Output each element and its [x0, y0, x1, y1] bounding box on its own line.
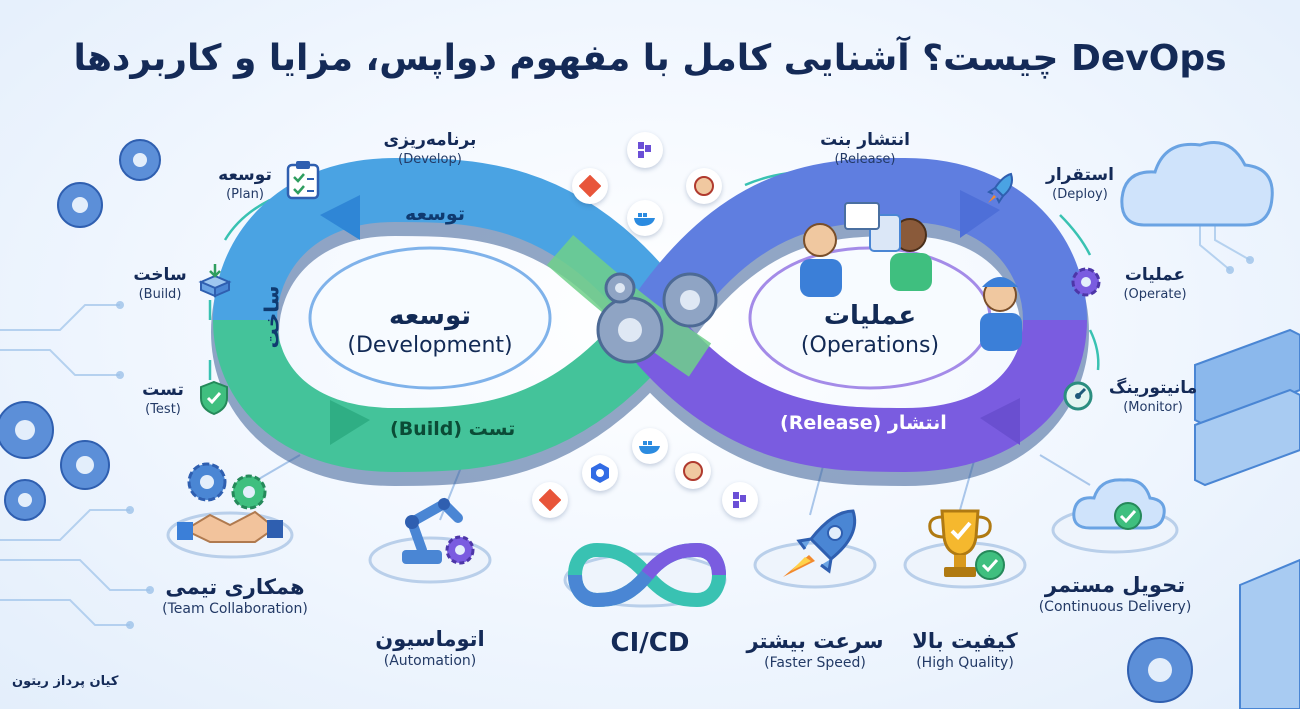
- download-box-icon: [197, 262, 233, 302]
- docker-icon: [627, 200, 663, 236]
- benefit-title: تحویل مستمر: [1044, 573, 1186, 597]
- git-icon: [572, 168, 608, 204]
- jenkins-icon: [686, 168, 722, 204]
- operations-title: عملیات: [823, 301, 917, 331]
- step-label: برنامه‌ریزی: [383, 130, 477, 150]
- cicd-label: CI/CD: [610, 628, 690, 658]
- server-stack-icon: [1194, 328, 1300, 709]
- step-sublabel: (Build): [138, 287, 182, 302]
- step-label: استقرار: [1046, 165, 1114, 185]
- step-sublabel: (Develop): [398, 152, 462, 167]
- benefit-high-quality: کیفیت بالا (High Quality): [900, 628, 1030, 673]
- benefit-title: همکاری تیمی: [165, 575, 305, 599]
- docker-icon-lower: [632, 428, 668, 464]
- step-label: تست: [142, 380, 184, 400]
- benefit-subtitle: (Faster Speed): [764, 655, 866, 671]
- step-sublabel: (Test): [145, 402, 181, 417]
- benefit-subtitle: (Continuous Delivery): [1038, 599, 1192, 615]
- benefit-faster-speed: سرعت بیشتر (Faster Speed): [745, 628, 885, 673]
- step-plan: توسعه (Plan): [200, 165, 290, 203]
- gauge-icon: [1062, 380, 1094, 416]
- git-icon-lower: [532, 482, 568, 518]
- step-release: انتشار بنت (Release): [805, 130, 925, 168]
- development-label: توسعه (Development): [330, 300, 530, 360]
- jenkins-icon-lower: [675, 453, 711, 489]
- step-sublabel: (Monitor): [1123, 400, 1183, 415]
- step-monitor: مانیتورینگ (Monitor): [1098, 378, 1208, 416]
- shield-check-icon: [198, 380, 230, 420]
- step-sublabel: (Deploy): [1052, 187, 1108, 202]
- benefit-title: سرعت بیشتر: [746, 629, 884, 653]
- band-label-right: انتشار (Release): [780, 412, 947, 434]
- step-build: ساخت (Build): [120, 265, 200, 303]
- gear-icon: [1068, 264, 1104, 304]
- benefit-title: کیفیت بالا: [912, 629, 1018, 653]
- kubernetes-icon: [582, 455, 618, 491]
- step-operate: عملیات (Operate): [1105, 265, 1205, 303]
- benefit-subtitle: (Automation): [383, 653, 477, 669]
- band-label-top: توسعه: [405, 203, 465, 225]
- operations-subtitle: (Operations): [800, 333, 940, 358]
- operations-label: عملیات (Operations): [770, 300, 970, 360]
- handshake-icon: [175, 460, 285, 554]
- band-label-bottom: تست (Build): [390, 418, 516, 440]
- brand-watermark: کیان پرداز ریتون: [12, 674, 119, 689]
- rocket-icon: [985, 170, 1019, 210]
- trophy-icon: [920, 505, 1010, 589]
- benefit-subtitle: (Team Collaboration): [162, 601, 308, 617]
- terraform-icon: [627, 132, 663, 168]
- clipboard-icon: [285, 160, 321, 204]
- page-title: DevOps چیست؟ آشنایی کامل با مفهوم دواپس،…: [73, 38, 1227, 79]
- development-title: توسعه: [388, 301, 472, 331]
- cloud-icon: [1120, 141, 1274, 227]
- cloud-check-icon: [1068, 470, 1168, 544]
- step-label: انتشار بنت: [820, 130, 910, 150]
- benefit-title: اتوماسیون: [375, 627, 485, 651]
- step-label: عملیات: [1124, 265, 1186, 285]
- step-sublabel: (Release): [834, 152, 896, 167]
- step-label: مانیتورینگ: [1108, 378, 1198, 398]
- step-label: ساخت: [133, 265, 187, 285]
- benefit-continuous-delivery: تحویل مستمر (Continuous Delivery): [1020, 572, 1210, 617]
- step-label: توسعه: [218, 165, 272, 185]
- cicd-infinity-icon: [567, 540, 727, 614]
- step-sublabel: (Plan): [226, 187, 264, 202]
- terraform-icon-lower: [722, 482, 758, 518]
- team-people-illustration: [800, 202, 1022, 351]
- benefit-automation: اتوماسیون (Automation): [365, 626, 495, 671]
- rocket-launch-icon: [775, 505, 865, 589]
- benefit-team-collaboration: همکاری تیمی (Team Collaboration): [140, 574, 330, 619]
- step-develop: برنامه‌ریزی (Develop): [370, 130, 490, 168]
- development-subtitle: (Development): [347, 333, 513, 358]
- benefit-subtitle: (High Quality): [916, 655, 1014, 671]
- robot-arm-icon: [382, 492, 482, 576]
- step-test: تست (Test): [128, 380, 198, 418]
- step-sublabel: (Operate): [1123, 287, 1187, 302]
- step-deploy: استقرار (Deploy): [1025, 165, 1135, 203]
